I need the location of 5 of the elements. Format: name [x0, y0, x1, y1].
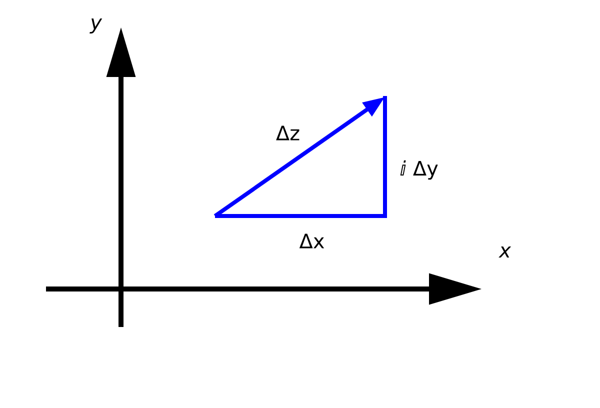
side-label: Δz	[276, 126, 300, 140]
axis-label: x	[498, 246, 512, 258]
axis-label: y	[90, 18, 102, 34]
side-label: Δx	[299, 234, 324, 248]
side-label: ⅈ Δy	[400, 160, 438, 180]
